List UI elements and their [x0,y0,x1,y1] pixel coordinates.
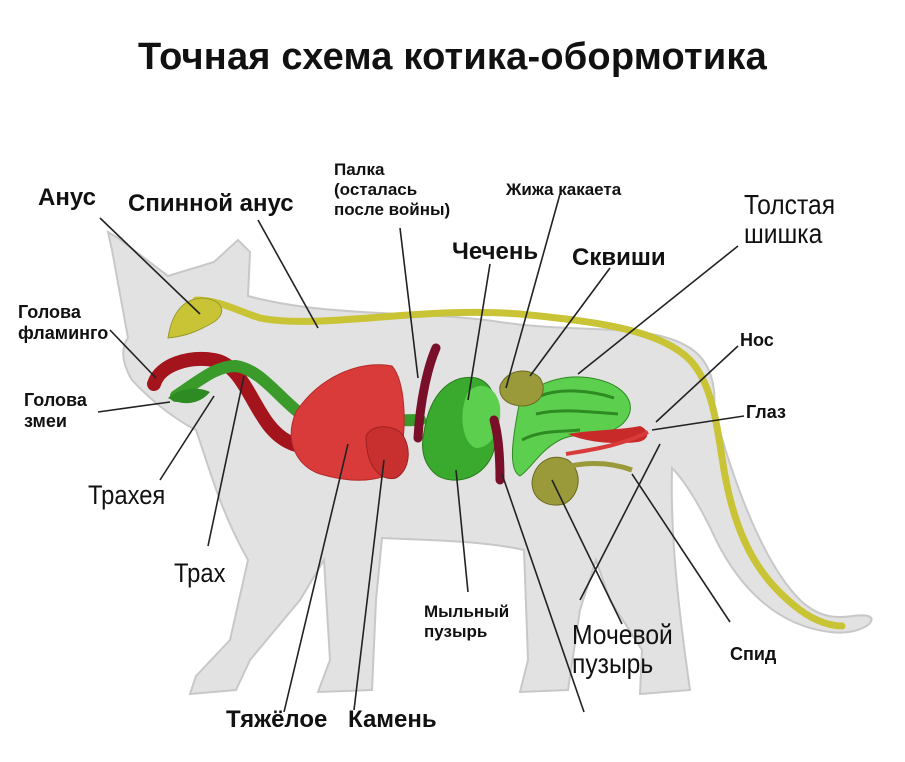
label-heavy: Тяжёлое [226,706,328,733]
stone-organ [365,426,409,480]
intestine-coil-3 [521,428,581,442]
label-snake-head: Голова змеи [24,390,87,431]
zhizha-organ [499,370,544,407]
pointer-lines [97,193,745,713]
eye-tube [565,430,649,456]
label-spid: Спид [730,644,777,664]
label-flamingo-head: Голова фламинго [18,302,109,343]
diagram-title: Точная схема котика-обормотика [138,36,767,78]
label-zhizha: Жижа какаета [506,180,622,199]
bladder-organ [531,456,579,506]
spinal-tube [192,296,846,630]
bladder-tube [569,460,633,473]
snake-head-organ [168,388,210,404]
label-anus: Анус [38,184,96,211]
label-trakh: Трах [174,558,226,588]
stick-organ [413,343,441,443]
label-soap-bubble: Мыльный пузырь [424,602,510,641]
label-spinal-anus: Спинной анус [128,190,294,217]
label-chechen: Чечень [452,238,539,265]
label-stone: Камень [348,706,437,733]
anus-blob [167,297,223,339]
trachea-red [147,352,317,454]
cat-silhouette [106,229,873,696]
label-bladder: Мочевой пузырь [572,619,673,680]
label-eye: Глаз [746,402,786,422]
label-squishies: Сквиши [572,244,666,271]
label-trachea: Трахея [88,480,166,510]
label-stick: Палка (осталась после войны) [334,160,451,219]
label-nose: Нос [740,330,774,350]
soap-bubble-organ [489,415,505,485]
chechen-organ-light [462,385,501,448]
label-thick-cone: Толстая шишка [744,189,836,250]
intestine-coil-2 [535,409,619,416]
intestine-coil-1 [539,389,615,400]
